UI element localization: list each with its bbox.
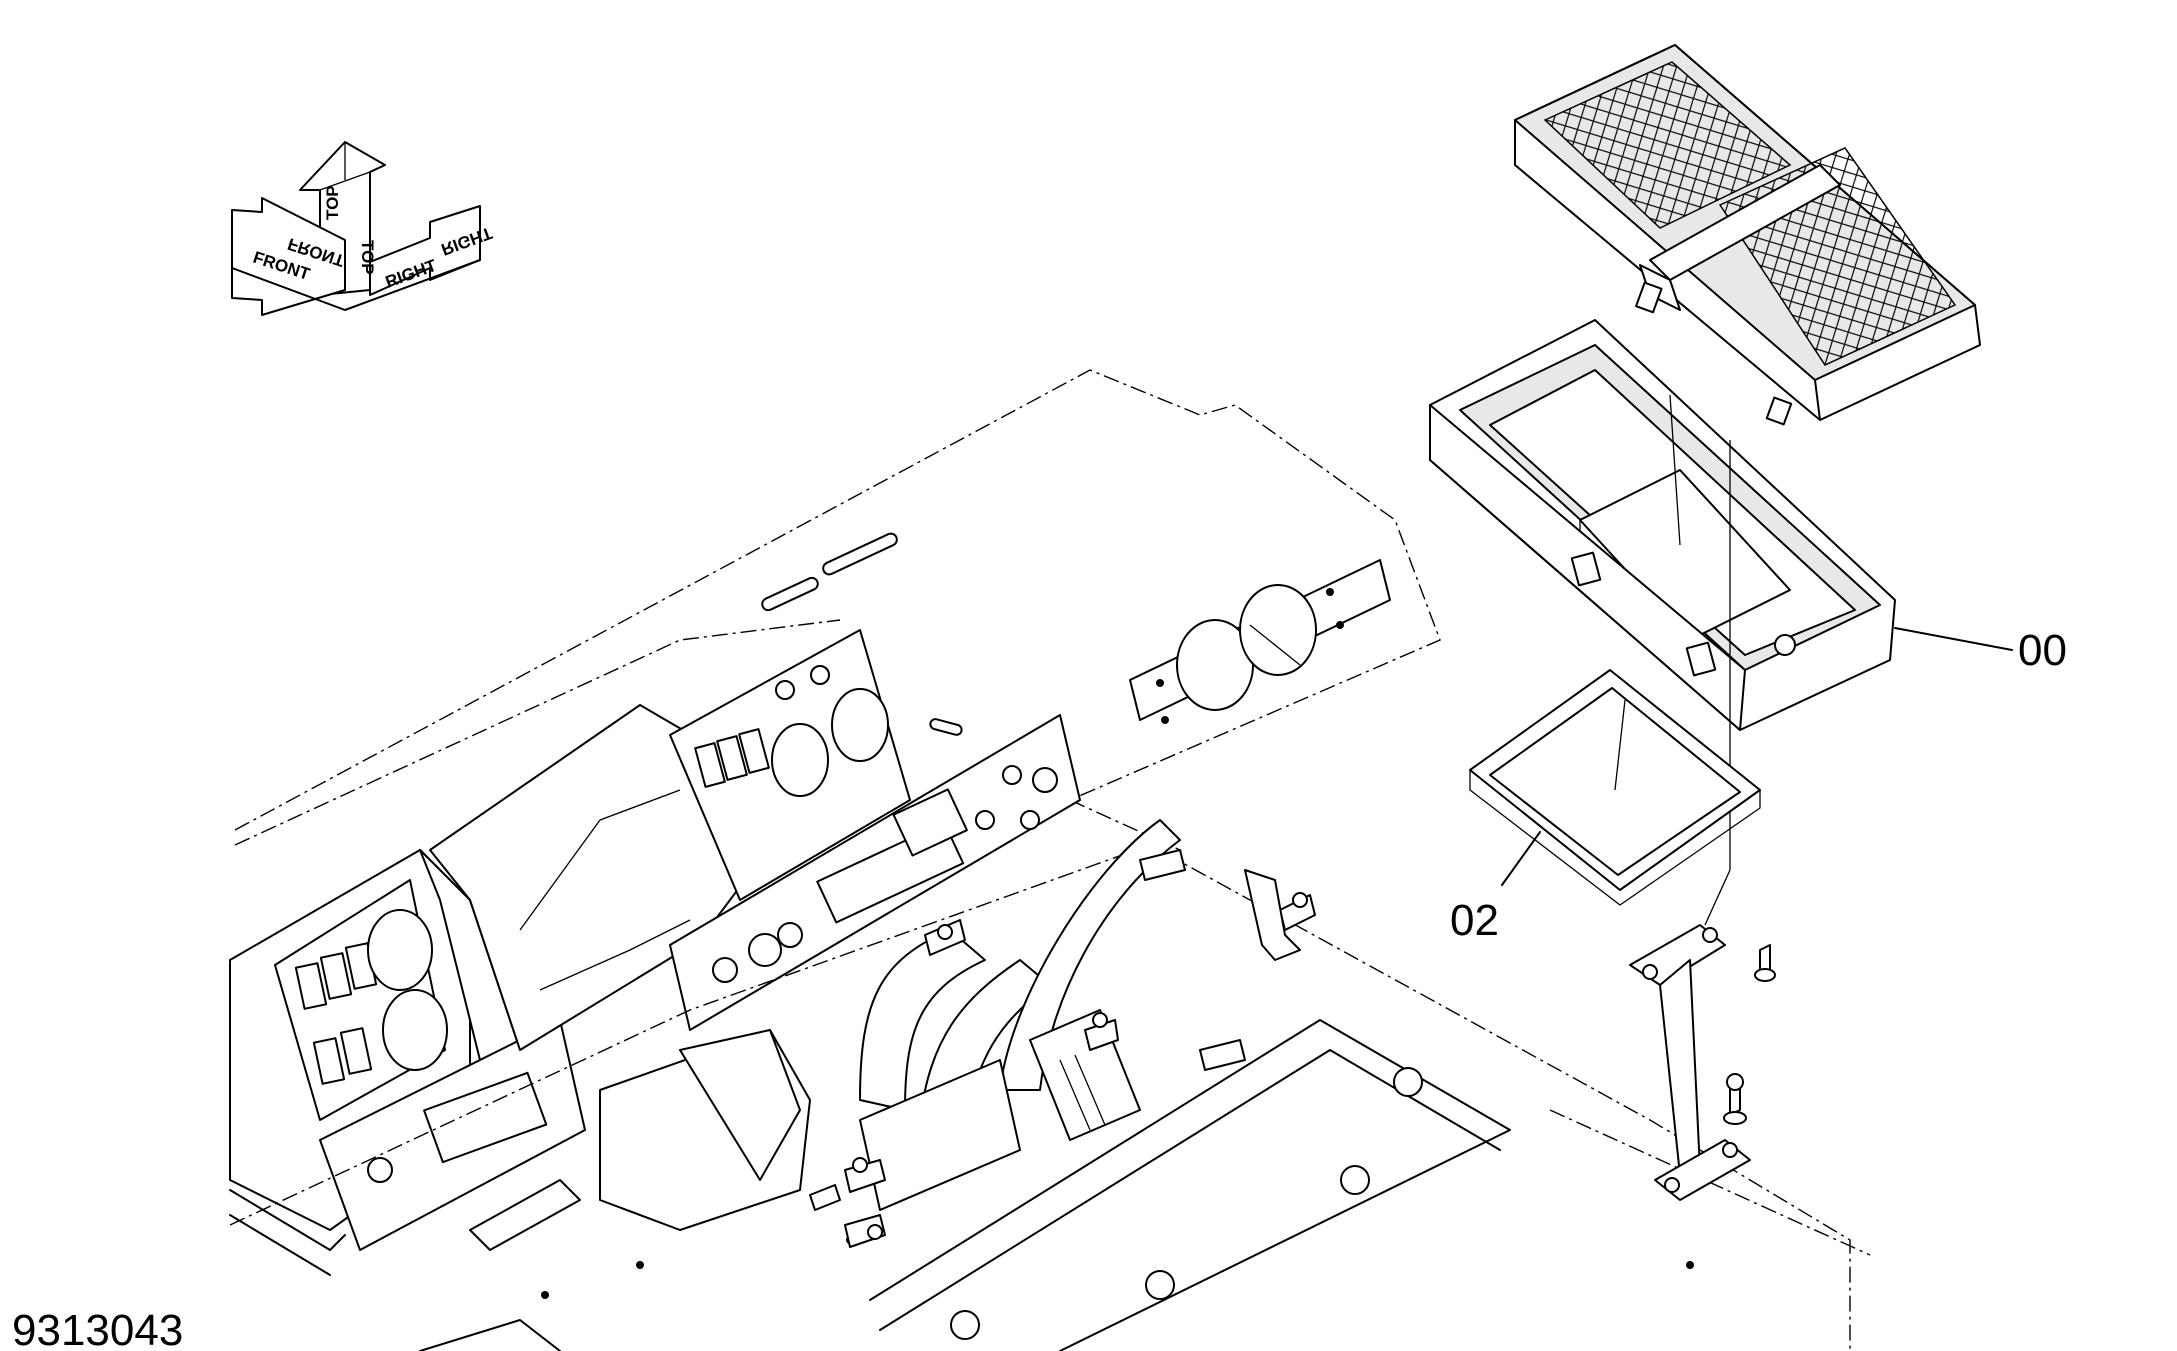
drawing-number: 9313043: [12, 1306, 183, 1351]
latch-left: [1570, 551, 1602, 587]
clip-group: [809, 849, 1316, 1248]
top-label-1: TOP: [323, 185, 342, 220]
tray-knob: [1774, 634, 1796, 656]
cab-structure: [229, 369, 1871, 1351]
top-label-2: TOP: [358, 240, 377, 275]
latch-right: [1685, 641, 1717, 677]
gauge-right: [1239, 584, 1317, 676]
callout-00-label: 00: [2018, 626, 2067, 675]
tray-box: [1429, 319, 1896, 870]
tray-mat: [1469, 669, 1761, 906]
orientation-icon: FRONT FRONT TOP TOP RIGHT RIGHT: [231, 141, 495, 316]
callout-02-label: 02: [1450, 896, 1499, 945]
callout-00: 00: [1894, 626, 2067, 675]
callout-02: 02: [1450, 831, 1541, 945]
mounting-bracket: [1629, 869, 1776, 1201]
grille-cover: [1514, 44, 1981, 426]
